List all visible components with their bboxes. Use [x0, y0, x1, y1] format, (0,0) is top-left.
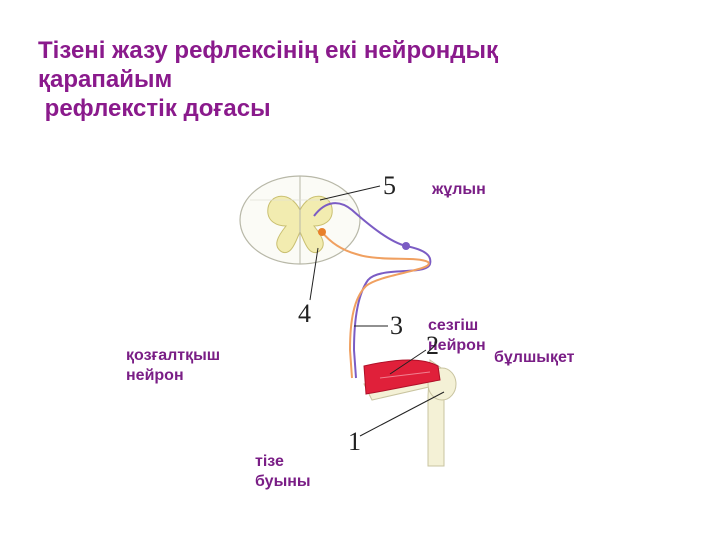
- number-5: 5: [383, 171, 396, 200]
- title-line-1: Тізені жазу рефлексінің екі нейрондық: [38, 37, 498, 64]
- label-spinal-cord: жұлын: [432, 181, 486, 198]
- leader-4: [309, 247, 319, 301]
- number-1: 1: [348, 427, 361, 456]
- sensory-ganglion: [402, 242, 410, 250]
- reflex-arc-diagram: 5 4 3 2 1: [239, 171, 457, 467]
- label-sensory-neuron: сезгіш нейрон: [428, 317, 486, 354]
- leader-5: [319, 185, 381, 201]
- spinal-cord-section: [239, 175, 361, 265]
- label-muscle: бұлшықет: [494, 349, 575, 366]
- motor-fiber: [321, 231, 430, 379]
- number-4: 4: [298, 299, 311, 328]
- number-2: 2: [426, 331, 439, 360]
- leader-1: [359, 391, 445, 437]
- number-3: 3: [390, 311, 403, 340]
- title-line-3: рефлекстік доғасы: [38, 95, 271, 122]
- leader-2: [389, 349, 427, 375]
- motor-neuron-body: [318, 228, 326, 236]
- quadriceps-muscle: [363, 359, 441, 395]
- slide-title: Тізені жазу рефлексінің екі нейрондық қа…: [38, 36, 638, 123]
- label-motor-neuron: қозғалтқыш нейрон: [126, 347, 221, 384]
- title-line-2: қарапайым: [38, 66, 173, 93]
- label-knee-joint: тізе буыны: [255, 453, 311, 490]
